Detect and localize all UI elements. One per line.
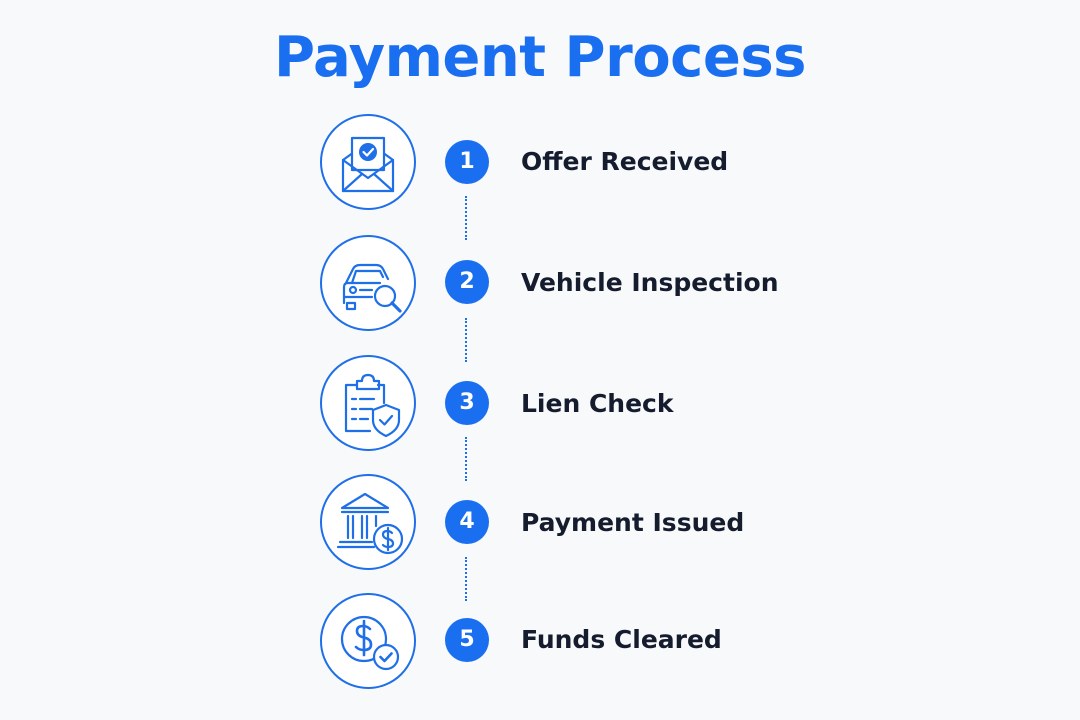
step-3-label: Lien Check [521, 389, 674, 418]
step-connector [465, 557, 467, 601]
step-5-number: 5 [445, 618, 489, 662]
dollar-check-icon [340, 615, 400, 671]
step-4-number: 4 [445, 500, 489, 544]
step-3-icon-circle [320, 355, 416, 451]
step-2-number: 2 [445, 260, 489, 304]
step-1-icon-circle [320, 114, 416, 210]
page-title: Payment Process [273, 25, 807, 90]
clipboard-shield-icon [344, 373, 401, 438]
car-search-icon [342, 263, 402, 313]
envelope-check-icon [341, 136, 395, 193]
step-connector [465, 318, 467, 362]
step-3-number: 3 [445, 381, 489, 425]
step-connector [465, 196, 467, 240]
step-5-label: Funds Cleared [521, 625, 722, 654]
step-4-label: Payment Issued [521, 508, 745, 537]
bank-dollar-icon [336, 492, 404, 555]
step-2-label: Vehicle Inspection [521, 268, 779, 297]
step-5-icon-circle [320, 593, 416, 689]
step-1-number: 1 [445, 140, 489, 184]
step-4-icon-circle [320, 474, 416, 570]
step-connector [465, 437, 467, 481]
step-2-icon-circle [320, 235, 416, 331]
step-1-label: Offer Received [521, 147, 729, 176]
